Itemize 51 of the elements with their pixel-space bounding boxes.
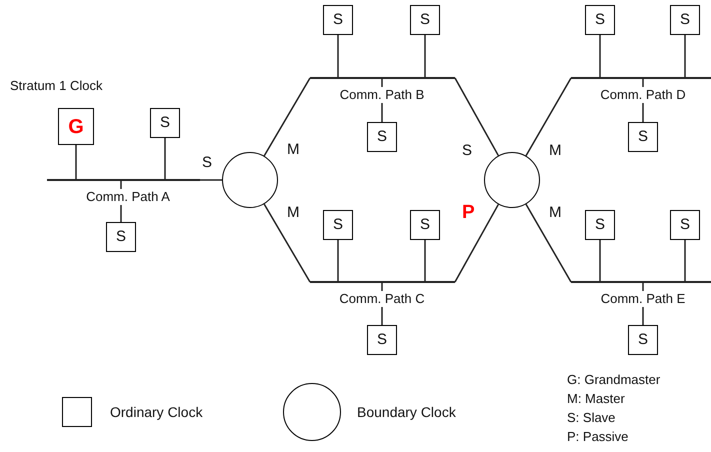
ordinary-clock-box: G (58, 108, 94, 145)
connector-line (75, 145, 77, 180)
ordinary-clock-box: S (670, 5, 700, 35)
connector-line (454, 204, 499, 282)
connector-line (264, 78, 311, 156)
path-label: Comm. Path C (337, 291, 427, 307)
connector-line (424, 35, 426, 78)
ordinary-clock-box: S (106, 222, 136, 252)
key-text: S: Slave (567, 411, 616, 424)
port-state-label: M (287, 205, 300, 220)
connector-line (424, 240, 426, 282)
ordinary-clock-box: S (323, 5, 353, 35)
ordinary-clock-box: S (367, 325, 397, 355)
connector-line (337, 35, 339, 78)
ordinary-clock-box: S (670, 210, 700, 240)
ordinary-clock-box: S (410, 210, 440, 240)
connector-line (337, 240, 339, 282)
key-text: G: Grandmaster (567, 373, 660, 386)
key-text: P: Passive (567, 430, 628, 443)
connector-line (525, 78, 572, 156)
port-state-label: P (462, 203, 475, 222)
path-label: Comm. Path D (598, 87, 688, 103)
ordinary-clock-box: S (585, 5, 615, 35)
legend-text: Ordinary Clock (110, 402, 203, 422)
path-label: Comm. Path A (84, 189, 172, 205)
ordinary-clock-box: S (410, 5, 440, 35)
ordinary-clock-box: S (323, 210, 353, 240)
ordinary-clock-box: S (150, 108, 180, 138)
connector-line (599, 35, 601, 78)
port-state-label: M (549, 205, 562, 220)
connector-line (599, 240, 601, 282)
ordinary-clock-box: S (628, 325, 658, 355)
connector-line (684, 240, 686, 282)
legend-text: Boundary Clock (357, 402, 456, 422)
connector-line (200, 179, 222, 181)
path-label: Comm. Path B (338, 87, 426, 103)
connector-line (684, 35, 686, 78)
clock-caption: Stratum 1 Clock (10, 77, 102, 95)
port-state-label: M (549, 143, 562, 158)
path-label: Comm. Path E (598, 291, 688, 307)
connector-line (525, 204, 572, 282)
connector-line (454, 78, 499, 156)
port-state-label: M (287, 142, 300, 157)
connector-line (164, 138, 166, 180)
ordinary-clock-box: S (367, 122, 397, 152)
port-state-label: S (202, 155, 212, 170)
ordinary-clock-box: S (628, 122, 658, 152)
key-text: M: Master (567, 392, 625, 405)
port-state-label: S (462, 143, 472, 158)
ordinary-clock-box: S (585, 210, 615, 240)
connector-line (264, 204, 311, 282)
